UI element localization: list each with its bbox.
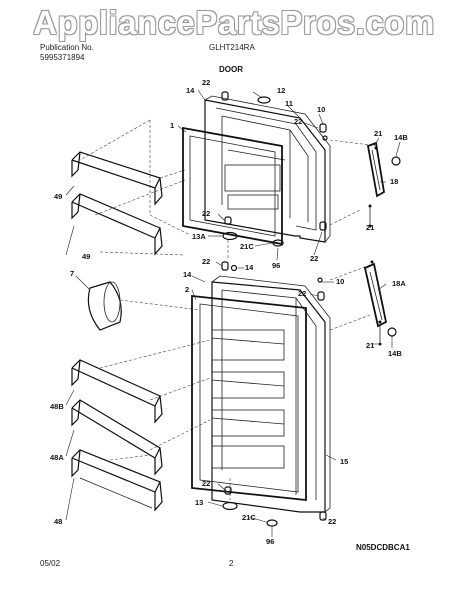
callout-22: 22 <box>202 257 210 266</box>
footer-page-number: 2 <box>229 559 234 568</box>
freezer-door-shelf-upper <box>71 151 163 206</box>
callout-22: 22 <box>328 517 336 526</box>
callout-13: 13 <box>195 498 203 507</box>
callout-21c: 21C <box>242 513 256 522</box>
door-shelf-48 <box>71 449 163 512</box>
callout-21c: 21C <box>240 242 254 251</box>
fresh-food-door-gasket <box>191 295 307 501</box>
callout-14: 14 <box>186 86 195 95</box>
callout-12: 12 <box>277 86 285 95</box>
callout-21: 21 <box>366 223 374 232</box>
freezer-door-outer-panel <box>204 95 331 243</box>
callout-labels: 22 14 12 11 10 22 1 21 14B 18 49 49 22 1… <box>50 78 408 546</box>
callout-13a: 13A <box>192 232 206 241</box>
callout-1: 1 <box>170 121 174 130</box>
callout-49: 49 <box>82 252 90 261</box>
section-title: DOOR <box>219 65 243 74</box>
callout-14: 14 <box>183 270 192 279</box>
door-shelf-48b <box>71 359 163 424</box>
callout-22: 22 <box>202 479 210 488</box>
fresh-food-door-outer-panel <box>211 275 331 513</box>
callout-14b: 14B <box>394 133 408 142</box>
watermark-logo: AppliancePartsPros.com <box>33 4 435 41</box>
door-shelf-48a <box>71 399 163 476</box>
freezer-door-shelf-lower <box>71 193 163 256</box>
callout-48b: 48B <box>50 402 64 411</box>
callout-18: 18 <box>390 177 398 186</box>
callout-96: 96 <box>266 537 274 546</box>
publication-number: 5995371894 <box>40 53 85 62</box>
callout-22: 22 <box>202 78 210 87</box>
freezer-door-gasket <box>182 126 283 246</box>
callout-15: 15 <box>340 457 348 466</box>
fresh-food-door-bins <box>211 329 285 469</box>
publication-label: Publication No. <box>40 43 94 52</box>
callout-7: 7 <box>70 269 74 278</box>
callout-14b: 14B <box>388 349 402 358</box>
upper-hinge-parts <box>221 91 328 247</box>
dairy-compartment <box>87 281 122 331</box>
callout-49: 49 <box>54 192 62 201</box>
callout-21: 21 <box>374 129 382 138</box>
callout-22: 22 <box>294 117 302 126</box>
callout-48: 48 <box>54 517 62 526</box>
callout-leaders <box>65 89 401 537</box>
callout-10: 10 <box>336 277 344 286</box>
callout-2: 2 <box>185 285 189 294</box>
model-number: GLHT214RA <box>209 43 255 52</box>
freezer-door-handle <box>366 141 401 228</box>
callout-96: 96 <box>272 261 280 270</box>
callout-10: 10 <box>317 105 325 114</box>
footer-date: 05/02 <box>40 559 61 568</box>
callout-22: 22 <box>310 254 318 263</box>
callout-22: 22 <box>202 209 210 218</box>
diagram-code: N05DCDBCA1 <box>356 543 410 552</box>
callout-21: 21 <box>366 341 374 350</box>
callout-22: 22 <box>298 289 306 298</box>
callout-14: 14 <box>245 263 254 272</box>
callout-48a: 48A <box>50 453 64 462</box>
lower-hinge-parts <box>221 261 327 527</box>
fresh-food-door-handle <box>363 260 397 346</box>
callout-18a: 18A <box>392 279 406 288</box>
callout-11: 11 <box>285 99 293 108</box>
